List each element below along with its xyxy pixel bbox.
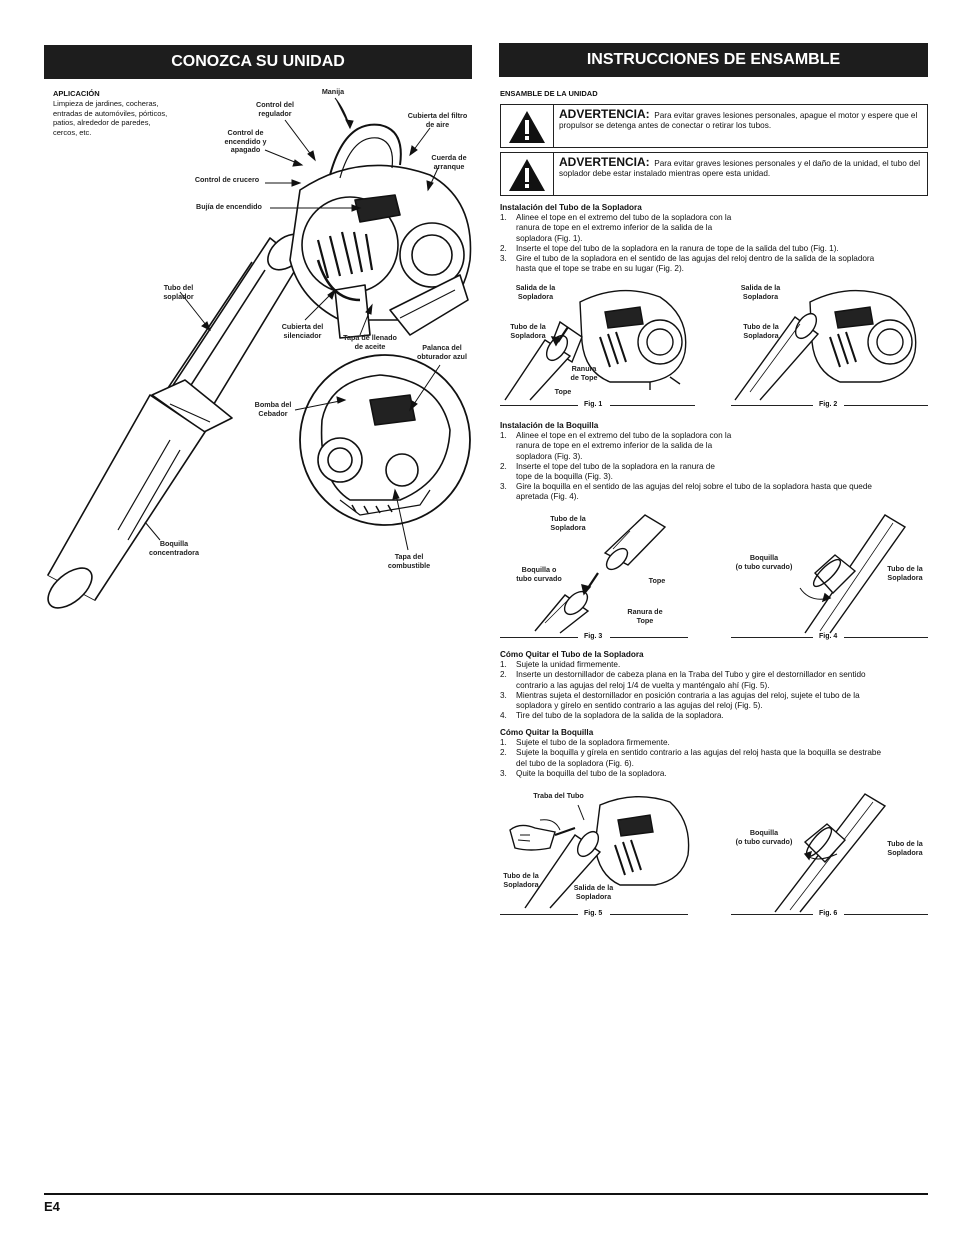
warning-triangle-icon <box>509 159 545 191</box>
fig1-caption-line-right <box>610 405 695 406</box>
fig5-label-tubo: Tubo de la Sopladora <box>503 871 539 889</box>
section-tube-install: Instalación del Tubo de la Sopladora 1. … <box>500 203 928 274</box>
fig6-label-tubo: Tubo de la Sopladora <box>887 839 923 857</box>
fig-6-drawing <box>774 793 887 913</box>
section-remove-tube: Cómo Quitar el Tubo de la Sopladora 1. S… <box>500 650 928 721</box>
fig-1-drawing <box>504 289 687 401</box>
application-title: APLICACIÓN <box>53 89 100 98</box>
fig6-caption: Fig. 6 <box>819 910 838 917</box>
section-title: Instalación de la Boquilla <box>500 421 599 430</box>
fig5-label-salida: Salida de la Sopladora <box>573 883 614 901</box>
warning-2-text: Para evitar graves lesiones personales y… <box>559 159 921 178</box>
fig1-caption: Fig. 1 <box>584 401 603 408</box>
fig5-caption-line-left <box>500 914 578 915</box>
fig-4-drawing <box>799 514 907 634</box>
label-tapa-aceite: Tapa de llenado de aceite <box>343 333 397 351</box>
warning-1-title: ADVERTENCIA: <box>559 107 650 121</box>
steps-list: 1. Sujete el tubo de la sopladora firmem… <box>500 738 928 779</box>
fig4-caption-line-left <box>731 637 813 638</box>
warning-2-title: ADVERTENCIA: <box>559 155 650 169</box>
fig2-label-salida: Salida de la Sopladora <box>740 283 781 301</box>
fig5-caption-line-right <box>610 914 688 915</box>
label-control-crucero: Control de crucero <box>194 175 260 184</box>
fig4-label-boquilla: Boquilla (o tubo curvado) <box>735 553 793 571</box>
fig6-caption-line-right <box>844 914 928 915</box>
fig4-caption: Fig. 4 <box>819 633 838 640</box>
fig2-caption-line-right <box>844 405 928 406</box>
application-text: Limpieza de jardines, cocheras, entradas… <box>53 99 168 137</box>
fig5-label-traba: Traba del Tubo <box>533 791 584 800</box>
section-header-instrucciones: INSTRUCCIONES DE ENSAMBLE <box>499 43 928 77</box>
fig-3-drawing <box>534 514 667 634</box>
fig2-caption-line-left <box>731 405 813 406</box>
section-title: Instalación del Tubo de la Sopladora <box>500 203 642 212</box>
label-tapa-combustible: Tapa del combustible <box>387 552 431 570</box>
label-boquilla-concentradora: Boquilla concentradora <box>149 539 199 557</box>
fig3-caption-line-left <box>500 637 578 638</box>
list-item: 3. Gire la boquilla en el sentido de las… <box>500 482 872 502</box>
fig3-label-ranura: Ranura de Tope <box>627 607 663 625</box>
list-item: 4. Tire del tubo de la sopladora de la s… <box>500 711 724 721</box>
list-item: 3. Mientras sujeta el destornillador en … <box>500 690 860 711</box>
fig3-label-tope: Tope <box>648 576 666 585</box>
label-tubo-soplador: Tubo del soplador <box>163 283 194 301</box>
section-title-ensamble: ENSAMBLE DE LA UNIDAD <box>500 89 598 98</box>
section-title: Cómo Quitar la Boquilla <box>500 728 594 737</box>
fig-2-drawing <box>734 289 917 401</box>
section-header-conozca: CONOZCA SU UNIDAD <box>44 45 472 79</box>
fig6-label-boquilla: Boquilla (o tubo curvado) <box>735 828 793 846</box>
section-nozzle-install: Instalación de la Boquilla 1. Alinee el … <box>500 421 928 503</box>
fig4-caption-line-right <box>844 637 928 638</box>
steps-list: 1. Alinee el tope en el extremo del tubo… <box>500 213 928 274</box>
warning-box-2: ADVERTENCIA: Para evitar graves lesiones… <box>500 152 928 196</box>
list-item: 2. Inserte el tope del tubo de la soplad… <box>500 243 839 253</box>
list-item: 1. Alinee el tope en el extremo del tubo… <box>500 431 732 461</box>
list-item: 2. Inserte un destornillador de cabeza p… <box>500 670 866 690</box>
label-palanca-obturador: Palanca del obturador azul <box>417 343 467 361</box>
fig6-caption-line-left <box>731 914 813 915</box>
fig3-caption: Fig. 3 <box>584 633 603 640</box>
section-title: Cómo Quitar el Tubo de la Sopladora <box>500 650 644 659</box>
list-item: 3. Quite la boquilla del tubo de la sopl… <box>500 768 667 778</box>
list-item: 1. Alinee el tope en el extremo del tubo… <box>500 213 732 243</box>
label-control-encendido: Control de encendido y apagado <box>224 128 267 154</box>
fig3-caption-line-right <box>610 637 688 638</box>
list-item: 2. Inserte el tope del tubo de la soplad… <box>500 461 715 482</box>
fig1-label-ranura: Ranura de Tope <box>570 364 598 382</box>
list-item: 1. Sujete el tubo de la sopladora firmem… <box>500 738 670 748</box>
warning-box-1: ADVERTENCIA: Para evitar graves lesiones… <box>500 104 928 148</box>
label-bujia: Bujía de encendido <box>196 202 262 211</box>
list-item: 1. Sujete la unidad firmemente. <box>500 660 621 670</box>
footer-rule <box>44 1193 928 1195</box>
label-bomba-cebador: Bomba del Cebador <box>254 400 292 418</box>
fig1-label-tope: Tope <box>554 387 572 396</box>
warning-icon-cell <box>501 105 554 147</box>
fig4-label-tubo: Tubo de la Sopladora <box>887 564 923 582</box>
fig3-label-boquilla: Boquilla o tubo curvado <box>516 565 562 583</box>
fig1-caption-line-left <box>500 405 578 406</box>
steps-list: 1. Alinee el tope en el extremo del tubo… <box>500 431 928 502</box>
warning-icon-cell <box>501 153 554 195</box>
fig2-caption: Fig. 2 <box>819 401 838 408</box>
label-manija: Manija <box>321 87 345 96</box>
fig1-label-tubo: Tubo de la Sopladora <box>510 322 546 340</box>
warning-triangle-icon <box>509 111 545 143</box>
fig-5-drawing <box>509 795 690 909</box>
label-cubierta-silenciador: Cubierta del silenciador <box>281 322 324 340</box>
section-remove-nozzle: Cómo Quitar la Boquilla 1. Sujete el tub… <box>500 728 928 779</box>
label-control-regulador: Control del regulador <box>256 100 294 118</box>
page-number: E4 <box>44 1199 60 1214</box>
fig5-caption: Fig. 5 <box>584 910 603 917</box>
label-cubierta-filtro: Cubierta del filtro de aire <box>407 111 468 129</box>
fig2-label-tubo: Tubo de la Sopladora <box>743 322 779 340</box>
steps-list: 1. Sujete la unidad firmemente. 2. Inser… <box>500 660 928 721</box>
warning-1-text: Para evitar graves lesiones personales, … <box>559 111 918 130</box>
list-item: 2. Sujete la boquilla y gírela en sentid… <box>500 748 882 768</box>
fig1-label-salida: Salida de la Sopladora <box>515 283 556 301</box>
label-cuerda-arranque: Cuerda de arranque <box>431 153 467 171</box>
fig3-label-tubo: Tubo de la Sopladora <box>550 514 586 532</box>
list-item: 3. Gire el tubo de la sopladora en el se… <box>500 254 875 274</box>
